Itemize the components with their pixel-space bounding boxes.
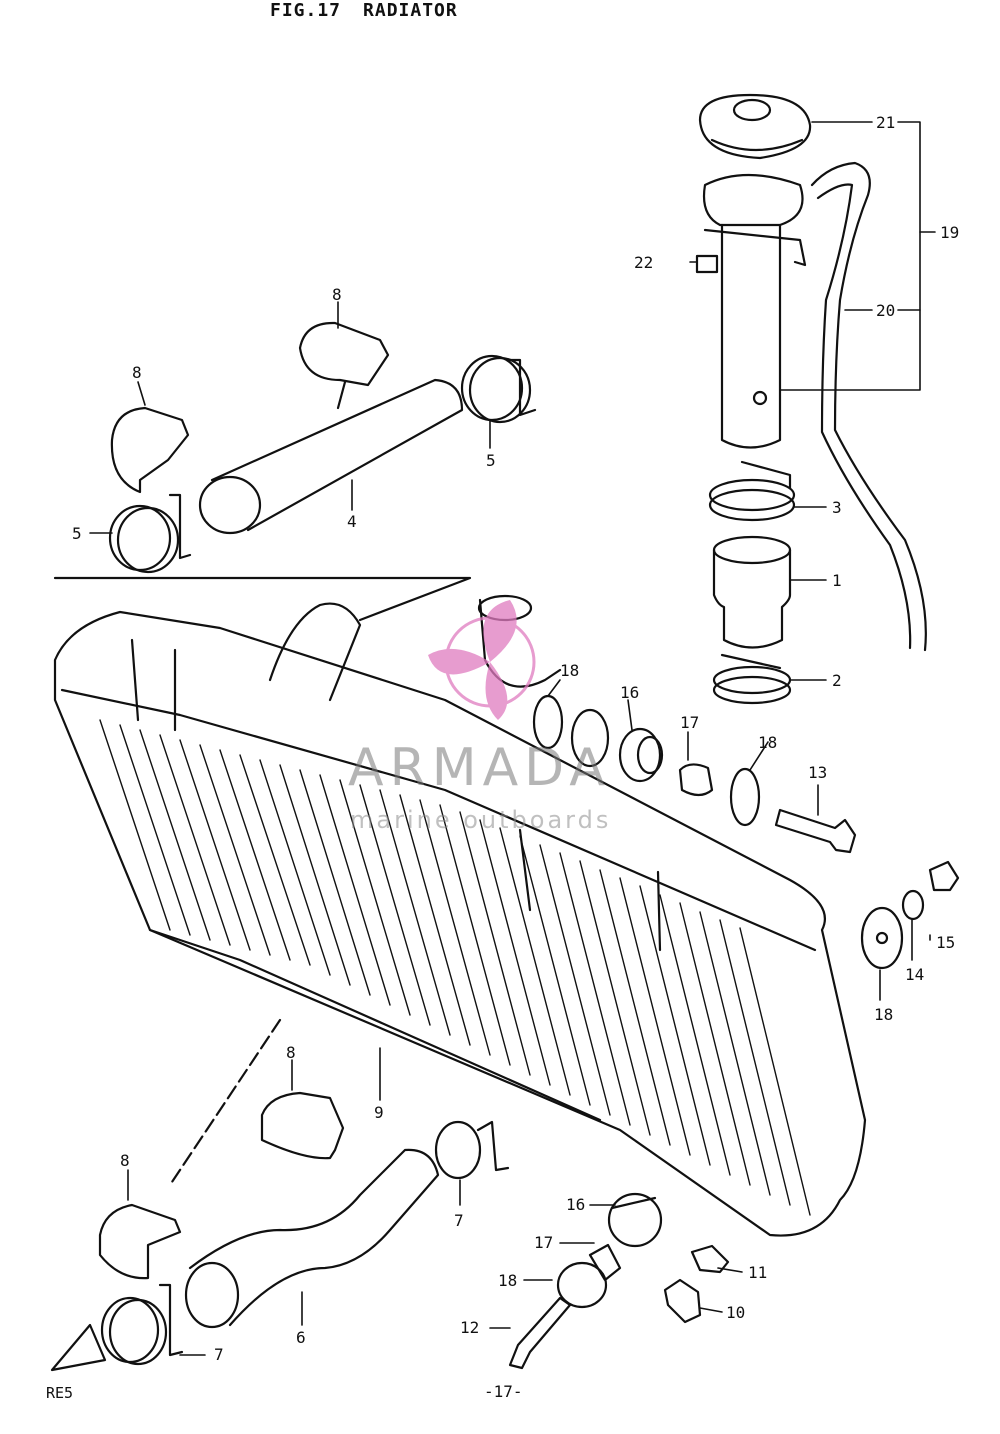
nut	[928, 860, 960, 892]
group-indicator-line	[53, 576, 472, 622]
lower-pipe	[184, 1148, 440, 1329]
callout-9: 9	[374, 1103, 384, 1122]
drain-plug	[663, 1278, 702, 1324]
lower-short-hose-clamp	[712, 653, 792, 705]
callout-18c: 18	[874, 1005, 893, 1024]
hose-clamp	[108, 493, 192, 574]
callout-15: 15	[936, 933, 955, 952]
figure-number: FIG.17	[270, 0, 342, 21]
callout-10: 10	[726, 1303, 745, 1322]
radiator-core	[53, 594, 867, 1237]
callout-14: 14	[905, 965, 924, 984]
lock-washer	[901, 889, 925, 921]
upper-pipe	[198, 378, 464, 535]
figure-name: RADIATOR	[363, 0, 458, 21]
callout-12: 12	[460, 1318, 479, 1337]
callout-4: 4	[347, 512, 357, 531]
upper-hose-clamp	[708, 460, 796, 522]
collar	[588, 1243, 622, 1282]
group-indicator-line	[168, 1018, 282, 1187]
callout-8d: 8	[120, 1151, 130, 1170]
callout-numbers: 21 19 22 20 8 8 5 5 4 3 1 2 18 16 17 18 …	[72, 113, 959, 1364]
filler-neck	[702, 173, 807, 449]
callout-11: 11	[748, 1263, 767, 1282]
drain-washer	[690, 1244, 730, 1274]
callout-13: 13	[808, 763, 827, 782]
callout-18a: 18	[560, 661, 579, 680]
group-indicator-line	[50, 1323, 107, 1372]
hose-guard-clip	[260, 1091, 345, 1160]
bracket-washer	[570, 708, 610, 768]
washer	[860, 906, 904, 970]
callout-19: 19	[940, 223, 959, 242]
callout-5b: 5	[72, 524, 82, 543]
figure-title: FIG.17 RADIATOR	[270, 0, 480, 21]
washer	[556, 1261, 608, 1309]
hose-guard-clip	[98, 1203, 182, 1280]
callout-17b: 17	[534, 1233, 553, 1252]
rubber-grommet	[618, 727, 664, 783]
hose-clamp	[100, 1283, 184, 1366]
callout-8a: 8	[332, 285, 342, 304]
collar	[678, 763, 714, 797]
radiator-fins	[99, 719, 811, 1216]
callout-7a: 7	[454, 1211, 464, 1230]
washer	[729, 767, 761, 827]
callout-7b: 7	[214, 1345, 224, 1364]
overflow-tube	[810, 161, 927, 652]
bolt	[774, 808, 857, 854]
bolt	[508, 1296, 572, 1370]
callout-21: 21	[876, 113, 895, 132]
rubber-grommet	[607, 1192, 663, 1248]
filler-neck-clip	[695, 254, 719, 274]
callout-20: 20	[876, 301, 895, 320]
callout-5a: 5	[486, 451, 496, 470]
callout-16b: 16	[566, 1195, 585, 1214]
upper-short-hose	[712, 535, 792, 649]
callout-8b: 8	[132, 363, 142, 382]
page-number: -17-	[484, 1382, 523, 1401]
hose-guard-clip	[110, 406, 190, 494]
callout-3: 3	[832, 498, 842, 517]
watermark-logo	[428, 600, 536, 720]
hose-clamp	[460, 354, 537, 424]
callout-16a: 16	[620, 683, 639, 702]
callout-22: 22	[634, 253, 653, 272]
callout-1: 1	[832, 571, 842, 590]
leader-lines	[89, 121, 936, 1356]
callout-18d: 18	[498, 1271, 517, 1290]
callout-18b: 18	[758, 733, 777, 752]
callout-2: 2	[832, 671, 842, 690]
watermark-brand: ARMADA	[348, 738, 611, 798]
radiator-cap	[698, 93, 812, 160]
watermark-tagline: marine outboards	[350, 806, 612, 834]
callout-17a: 17	[680, 713, 699, 732]
model-code: RE5	[46, 1384, 74, 1402]
hose-guard-clip	[298, 321, 390, 410]
callout-8c: 8	[286, 1043, 296, 1062]
callout-6: 6	[296, 1328, 306, 1347]
hose-clamp	[434, 1120, 510, 1180]
